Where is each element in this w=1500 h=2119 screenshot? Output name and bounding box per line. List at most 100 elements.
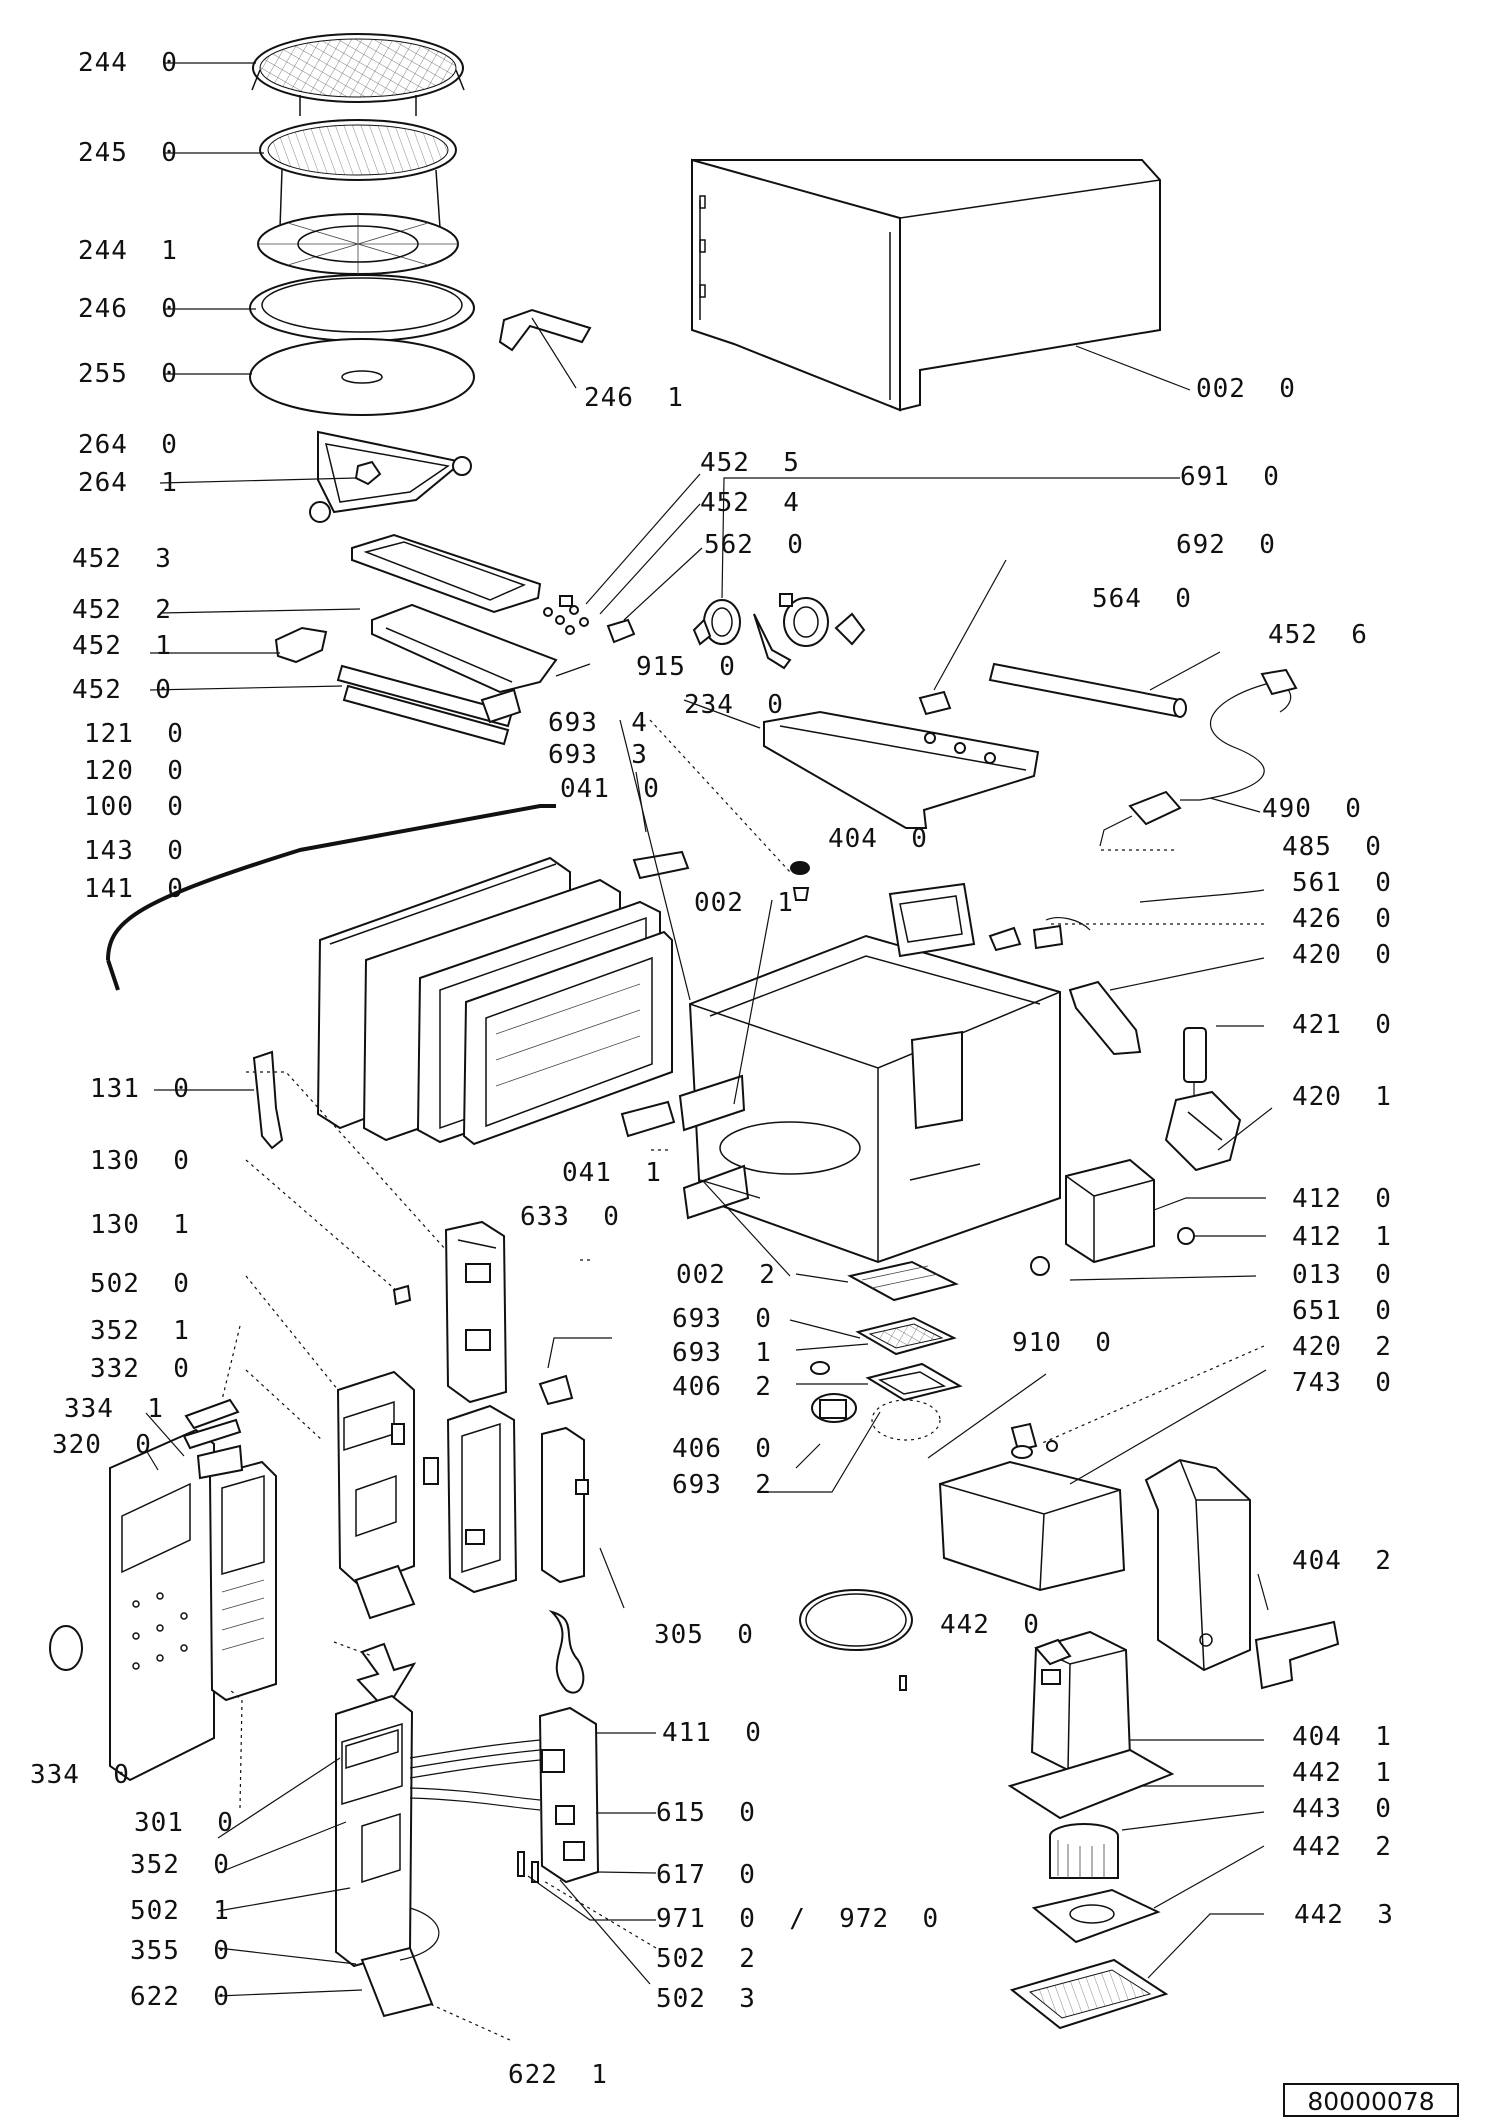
part-label-041-1: 041 1 (562, 1158, 662, 1188)
ribbon-cables (399, 1739, 541, 1961)
part-label-910-0: 910 0 (1012, 1328, 1112, 1358)
part-label-234-0: 234 0 (684, 690, 784, 720)
part-label-120-0: 120 0 (84, 756, 184, 786)
part-label-617-0: 617 0 (656, 1860, 756, 1890)
fuse (988, 926, 1022, 952)
part-label-412-0: 412 0 (1292, 1184, 1392, 1214)
small-switch (391, 1423, 439, 1485)
part-label-693-1: 693 1 (672, 1338, 772, 1368)
part-label-452-2: 452 2 (72, 595, 172, 625)
part-label-406-0: 406 0 (672, 1434, 772, 1464)
part-label-693-2: 693 2 (672, 1470, 772, 1500)
part-label-305-0: 305 0 (654, 1620, 754, 1650)
door-choke (462, 930, 673, 1146)
knob-ring (49, 1625, 83, 1671)
part-label-452-3: 452 3 (72, 544, 172, 574)
part-label-651-0: 651 0 (1292, 1296, 1392, 1326)
part-label-244-0: 244 0 (78, 48, 178, 78)
part-label-404-1: 404 1 (1292, 1722, 1392, 1752)
part-label-320-0: 320 0 (52, 1430, 152, 1460)
duct-bracket (1254, 1620, 1340, 1690)
part-label-404-0: 404 0 (828, 824, 928, 854)
part-label-691-0: 691 0 (1180, 462, 1280, 492)
part-label-245-0: 245 0 (78, 138, 178, 168)
part-label-143-0: 143 0 (84, 836, 184, 866)
grill-clip (274, 626, 328, 664)
part-label-502-2: 502 2 (656, 1944, 756, 1974)
display-board (336, 1370, 416, 1620)
fan-ring (1031, 1888, 1161, 1944)
part-label-420-0: 420 0 (1292, 940, 1392, 970)
part-label-244-1: 244 1 (78, 236, 178, 266)
part-label-355-0: 355 0 (130, 1936, 230, 1966)
part-label-452-1: 452 1 (72, 631, 172, 661)
part-label-561-0: 561 0 (1292, 868, 1392, 898)
part-label-332-0: 332 0 (90, 1354, 190, 1384)
part-label-692-0: 692 0 (1176, 530, 1276, 560)
part-label-693-3: 693 3 (548, 740, 648, 770)
capacitor-bracket (1164, 1090, 1242, 1172)
part-label-502-1: 502 1 (130, 1896, 230, 1926)
part-label-130-1: 130 1 (90, 1210, 190, 1240)
part-label-452-0: 452 0 (72, 675, 172, 705)
assembly-arrow (356, 1609, 585, 1712)
part-label-131-0: 131 0 (90, 1074, 190, 1104)
part-label-633-0: 633 0 (520, 1202, 620, 1232)
grease-dot (790, 861, 810, 901)
part-label-002-0: 002 0 (1196, 374, 1296, 404)
fan-motor-parts (692, 593, 866, 670)
roller-support (309, 430, 472, 523)
tray-bracket (498, 308, 592, 352)
micro-switch (392, 1284, 574, 1406)
part-label-246-1: 246 1 (584, 383, 684, 413)
part-label-426-0: 426 0 (1292, 904, 1392, 934)
part-label-100-0: 100 0 (84, 792, 184, 822)
part-label-615-0: 615 0 (656, 1798, 756, 1828)
part-label-971-0-972-0: 971 0 / 972 0 (656, 1904, 940, 1934)
transformer-small (888, 882, 976, 958)
part-label-420-2: 420 2 (1292, 1332, 1392, 1362)
document-number-box: 80000078 (1283, 2083, 1459, 2117)
part-label-141-0: 141 0 (84, 874, 184, 904)
hv-diode (1183, 1027, 1207, 1100)
screw (899, 1675, 907, 1691)
part-label-406-2: 406 2 (672, 1372, 772, 1402)
fan-wheel (1049, 1823, 1119, 1879)
grill-terminals (543, 595, 589, 635)
part-label-420-1: 420 1 (1292, 1082, 1392, 1112)
stirrer-cover (847, 1260, 959, 1302)
part-label-915-0: 915 0 (636, 652, 736, 682)
lamp-holder (1010, 1422, 1058, 1459)
part-label-130-0: 130 0 (90, 1146, 190, 1176)
part-label-334-0: 334 0 (30, 1760, 130, 1790)
part-label-442-2: 442 2 (1292, 1832, 1392, 1862)
part-label-421-0: 421 0 (1292, 1010, 1392, 1040)
part-label-693-0: 693 0 (672, 1304, 772, 1334)
part-label-442-0: 442 0 (940, 1610, 1040, 1640)
part-label-121-0: 121 0 (84, 719, 184, 749)
panel-frame (196, 1444, 277, 1702)
power-board (446, 1404, 518, 1594)
part-label-246-0: 246 0 (78, 294, 178, 324)
interlock-switch-frame (444, 1220, 508, 1404)
part-label-264-0: 264 0 (78, 430, 178, 460)
stirrer-motor (810, 1361, 857, 1423)
door-hinge (252, 1050, 284, 1150)
part-label-301-0: 301 0 (134, 1808, 234, 1838)
leader-lines (145, 62, 1273, 2041)
stirrer-plate (855, 1316, 957, 1356)
part-label-693-4: 693 4 (548, 708, 648, 738)
part-label-485-0: 485 0 (1282, 832, 1382, 862)
fan-bracket-small (918, 690, 952, 716)
fan-motor (1007, 1630, 1175, 1820)
heater-rod (988, 662, 1187, 718)
motor-seal (799, 1589, 913, 1651)
glass-turntable (249, 338, 475, 416)
oven-cavity (688, 934, 1061, 1264)
fan-housing (938, 1460, 1126, 1592)
connector-pins (517, 1851, 539, 1883)
main-board (538, 1706, 600, 1884)
part-label-412-1: 412 1 (1292, 1222, 1392, 1252)
part-label-442-1: 442 1 (1292, 1758, 1392, 1788)
